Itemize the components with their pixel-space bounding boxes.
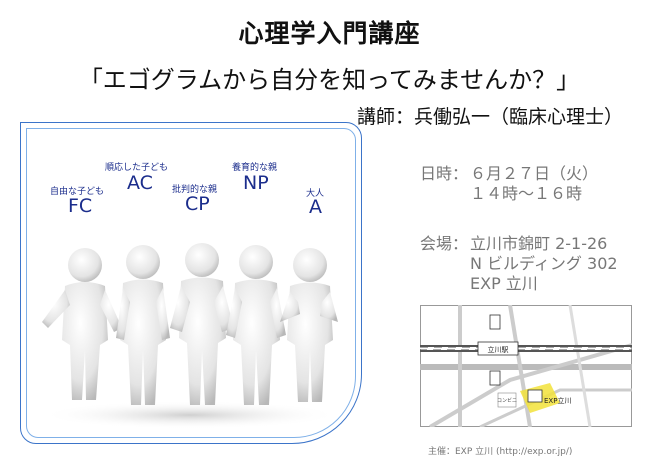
ego-ac-sublabel: 順応した子ども [105, 163, 169, 173]
illustration-frame-inner [26, 128, 356, 438]
ego-a-sublabel: 大人 [306, 189, 325, 199]
sponsor-credit: 主催：EXP 立川 (http://exp.or.jp/) [428, 447, 573, 457]
venue-map: 立川駅 コンビニ EXP立川 [420, 305, 632, 427]
figure-ac [116, 245, 170, 405]
figure-fc [42, 248, 122, 400]
lecture-subtitle: 「エゴグラムから自分を知ってみませんか？」 [78, 66, 581, 94]
map-station-label: 立川駅 [488, 345, 509, 354]
map-landmark-label: コンビニ [497, 397, 517, 404]
ego-a-code: A [309, 196, 322, 218]
figure-np [226, 245, 286, 405]
date-label: 日時： [420, 164, 469, 183]
page-title: 心理学入門講座 [238, 19, 421, 48]
date-value: ６月２７日（火） [470, 164, 599, 183]
venue-label: 会場： [420, 234, 469, 253]
figures-illustration [40, 243, 340, 429]
venue-building: N ビルディング 302 [470, 254, 618, 273]
venue-name: EXP 立川 [470, 274, 538, 293]
ego-ac-code: AC [127, 172, 153, 194]
illustration-frame-outer [20, 122, 362, 444]
figure-a [280, 248, 338, 402]
figure-cp [170, 243, 234, 405]
ego-fc-code: FC [68, 195, 93, 217]
venue-address: 立川市錦町 2-1-26 [470, 234, 608, 253]
ego-np-sublabel: 養育的な親 [232, 163, 278, 173]
lecturer-name: 講師：兵働弘一（臨床心理士） [357, 106, 624, 128]
map-venue-label: EXP立川 [544, 396, 571, 405]
ego-np-code: NP [243, 172, 269, 194]
ego-cp-code: CP [185, 193, 210, 215]
time-value: １４時～１６時 [470, 184, 583, 203]
ego-cp-sublabel: 批判的な親 [172, 185, 218, 195]
ego-fc-sublabel: 自由な子ども [50, 187, 105, 197]
